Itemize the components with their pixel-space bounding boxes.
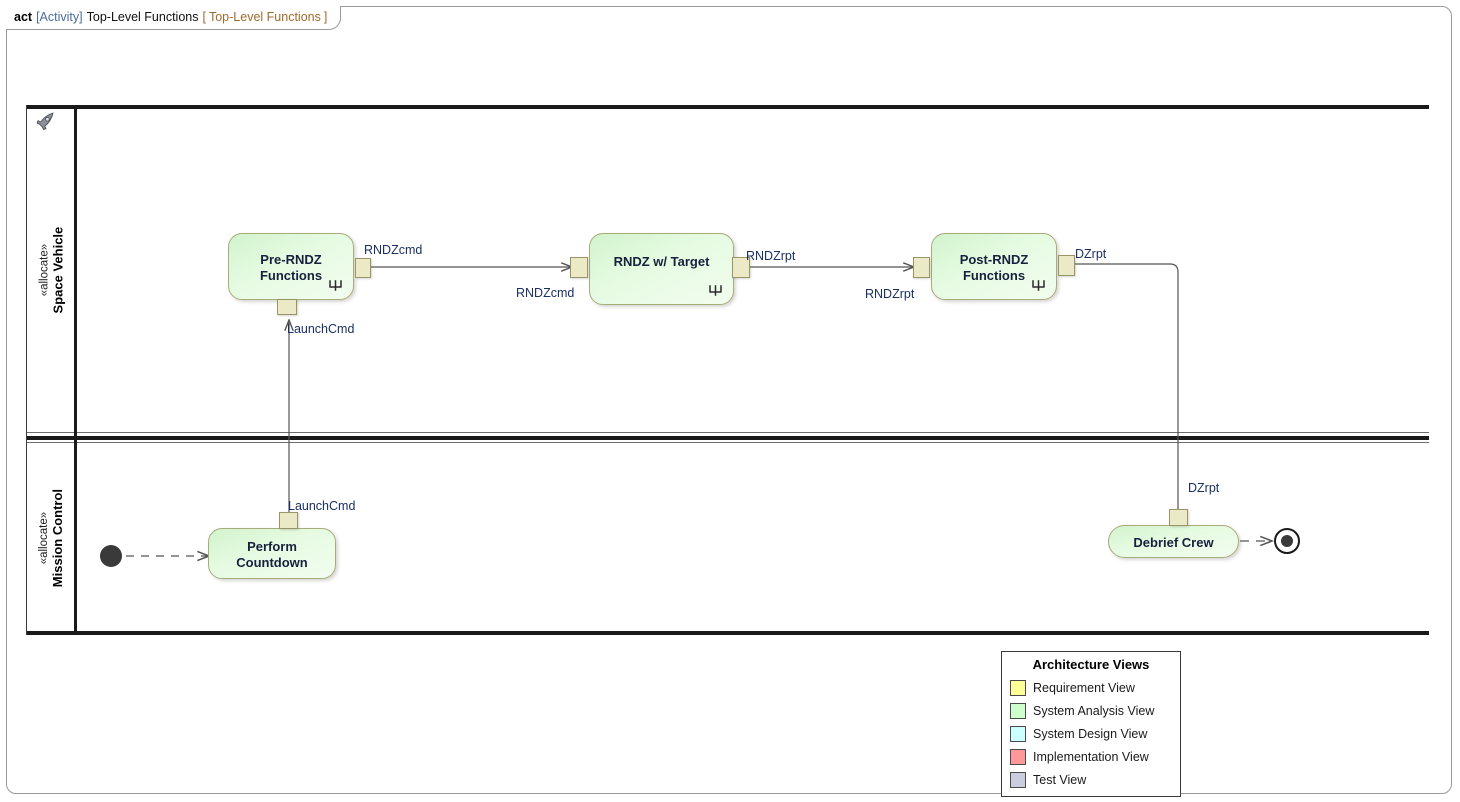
swimlane-name-mission-control: Mission Control bbox=[50, 489, 66, 588]
frame-kind-label: act bbox=[14, 10, 33, 25]
pin-pre-rndz-out-rndzcmd[interactable] bbox=[355, 258, 371, 278]
legend-label-system-analysis-view: System Analysis View bbox=[1033, 703, 1155, 718]
legend-item-implementation-view: Implementation View bbox=[1010, 746, 1172, 769]
action-perform-countdown[interactable]: Perform Countdown bbox=[208, 528, 336, 579]
edge-label-rndzrpt-in: RNDZrpt bbox=[865, 287, 915, 301]
action-label-line2: Countdown bbox=[236, 554, 308, 570]
legend-item-system-analysis-view: System Analysis View bbox=[1010, 700, 1172, 723]
diagram-frame-header: act [Activity] Top-Level Functions [ Top… bbox=[6, 6, 342, 30]
rake-icon bbox=[329, 280, 342, 291]
action-label-line1: Post-RNDZ bbox=[959, 252, 1029, 268]
edge-label-launchcmd-out: LaunchCmd bbox=[288, 499, 356, 513]
legend-label-test-view: Test View bbox=[1033, 772, 1087, 787]
rake-icon bbox=[1032, 280, 1045, 291]
legend-item-requirement-view: Requirement View bbox=[1010, 677, 1172, 700]
edge-label-rndzcmd-out: RNDZcmd bbox=[364, 243, 423, 257]
frame-bracket-open: [ bbox=[202, 10, 206, 25]
swimlane-label-divider bbox=[74, 105, 77, 635]
legend-label-system-design-view: System Design View bbox=[1033, 726, 1148, 741]
legend-swatch-system-analysis-view bbox=[1010, 703, 1026, 720]
legend-title: Architecture Views bbox=[1032, 657, 1150, 672]
initial-node[interactable] bbox=[100, 545, 122, 567]
swimlane-middle-rule bbox=[26, 436, 1429, 440]
swimlane-bottom-rule bbox=[26, 631, 1429, 635]
swimlane-stereotype-mission-control: «allocate» bbox=[37, 512, 50, 565]
frame-meta-label: [Activity] bbox=[36, 10, 83, 25]
pin-rndz-out-rndzrpt[interactable] bbox=[732, 257, 750, 278]
swimlane-name-space-vehicle: Space Vehicle bbox=[50, 227, 66, 314]
legend-item-system-design-view: System Design View bbox=[1010, 723, 1172, 746]
legend-swatch-requirement-view bbox=[1010, 680, 1026, 697]
swimlane-thin-rule-a bbox=[26, 432, 1429, 433]
frame-name-label: Top-Level Functions bbox=[86, 10, 199, 25]
legend-architecture-views: Architecture Views Requirement View Syst… bbox=[1001, 651, 1181, 797]
pin-post-rndz-out-dzrpt[interactable] bbox=[1058, 255, 1075, 276]
swimlane-top-rule bbox=[26, 105, 1429, 109]
swimlane-stereotype-space-vehicle: «allocate» bbox=[37, 244, 50, 297]
edge-label-rndzcmd-in: RNDZcmd bbox=[516, 286, 575, 300]
frame-subname-label: Top-Level Functions bbox=[208, 10, 321, 25]
edge-label-rndzrpt-out: RNDZrpt bbox=[746, 249, 796, 263]
rake-icon bbox=[709, 285, 722, 296]
pin-post-rndz-in-rndzrpt[interactable] bbox=[913, 257, 930, 278]
action-post-rndz-functions[interactable]: Post-RNDZ Functions bbox=[931, 233, 1057, 300]
action-label-line1: Debrief Crew bbox=[1133, 534, 1214, 550]
action-label-line2: Functions bbox=[259, 267, 323, 283]
spacecraft-icon bbox=[36, 112, 54, 131]
diagram-frame bbox=[6, 6, 1452, 794]
action-label-line2: Functions bbox=[962, 267, 1026, 283]
action-rndz-with-target[interactable]: RNDZ w/ Target bbox=[589, 233, 734, 305]
swimlane-left-edge bbox=[26, 105, 27, 635]
edge-label-launchcmd-in: LaunchCmd bbox=[287, 322, 355, 336]
edge-label-dzrpt-out: DZrpt bbox=[1075, 247, 1107, 261]
legend-swatch-test-view bbox=[1010, 772, 1026, 789]
pin-countdown-out-launchcmd[interactable] bbox=[279, 512, 298, 529]
swimlane-thin-rule-b bbox=[26, 442, 1429, 443]
legend-label-requirement-view: Requirement View bbox=[1033, 680, 1135, 695]
legend-swatch-implementation-view bbox=[1010, 749, 1026, 766]
legend-label-implementation-view: Implementation View bbox=[1033, 749, 1149, 764]
pin-rndz-in-rndzcmd[interactable] bbox=[570, 257, 588, 278]
swimlane-container: «allocate» Space Vehicle «allocate» Miss… bbox=[26, 105, 1429, 635]
action-pre-rndz-functions[interactable]: Pre-RNDZ Functions bbox=[228, 233, 354, 300]
activity-final-node[interactable] bbox=[1274, 528, 1300, 554]
pin-pre-rndz-in-launchcmd[interactable] bbox=[277, 299, 297, 315]
edge-label-dzrpt-in: DZrpt bbox=[1188, 481, 1220, 495]
swimlane-label-mission-control: «allocate» Mission Control bbox=[30, 446, 74, 631]
swimlane-label-space-vehicle: «allocate» Space Vehicle bbox=[30, 109, 74, 432]
action-label-line1: RNDZ w/ Target bbox=[613, 254, 710, 270]
legend-swatch-system-design-view bbox=[1010, 726, 1026, 743]
frame-bracket-close: ] bbox=[323, 10, 328, 25]
action-label-line1: Pre-RNDZ bbox=[260, 252, 322, 268]
action-debrief-crew[interactable]: Debrief Crew bbox=[1108, 525, 1239, 558]
legend-item-test-view: Test View bbox=[1010, 769, 1172, 792]
pin-debrief-in-dzrpt[interactable] bbox=[1169, 509, 1188, 526]
action-label-line1: Perform bbox=[247, 539, 297, 555]
